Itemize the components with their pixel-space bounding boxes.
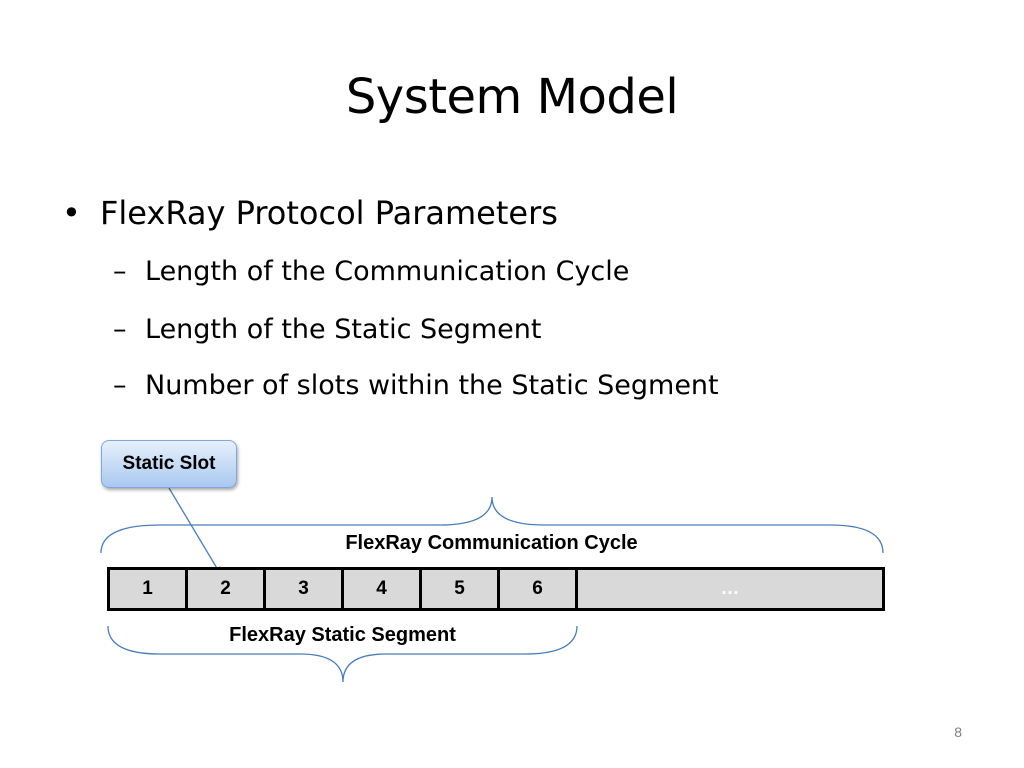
- segment-brace: [107, 625, 578, 683]
- page-number: 8: [954, 724, 962, 740]
- cycle-brace: [100, 496, 884, 554]
- slot-6: 6: [500, 570, 578, 608]
- bullet-dot: •: [62, 194, 81, 232]
- slide-title: System Model: [345, 69, 679, 125]
- slot-5: 5: [422, 570, 500, 608]
- sub-bullet-cycle-length: –Length of the Communication Cycle: [113, 252, 629, 292]
- slot-row: 1 2 3 4 5 6 …: [107, 567, 885, 611]
- dash: –: [113, 314, 127, 345]
- slot-rest: …: [720, 578, 740, 599]
- slot-4: 4: [344, 570, 422, 608]
- dash: –: [113, 256, 127, 287]
- sub-bullet-text: Number of slots within the Static Segmen…: [145, 370, 719, 401]
- slot-1: 1: [110, 570, 188, 608]
- sub-bullet-text: Length of the Communication Cycle: [145, 256, 630, 287]
- bullet-main: • FlexRay Protocol Parameters: [62, 190, 558, 236]
- static-slot-callout: Static Slot: [101, 440, 237, 488]
- segment-label: FlexRay Static Segment: [229, 624, 456, 646]
- sub-bullet-number-of-slots: –Number of slots within the Static Segme…: [113, 366, 719, 406]
- callout-arrow: [168, 487, 222, 576]
- dash: –: [113, 370, 127, 401]
- sub-bullet-static-segment-length: –Length of the Static Segment: [113, 310, 542, 350]
- cycle-label: FlexRay Communication Cycle: [345, 532, 638, 554]
- sub-bullet-text: Length of the Static Segment: [145, 314, 542, 345]
- bullet-main-text: FlexRay Protocol Parameters: [100, 194, 558, 232]
- slot-3: 3: [266, 570, 344, 608]
- slot-2: 2: [188, 570, 266, 608]
